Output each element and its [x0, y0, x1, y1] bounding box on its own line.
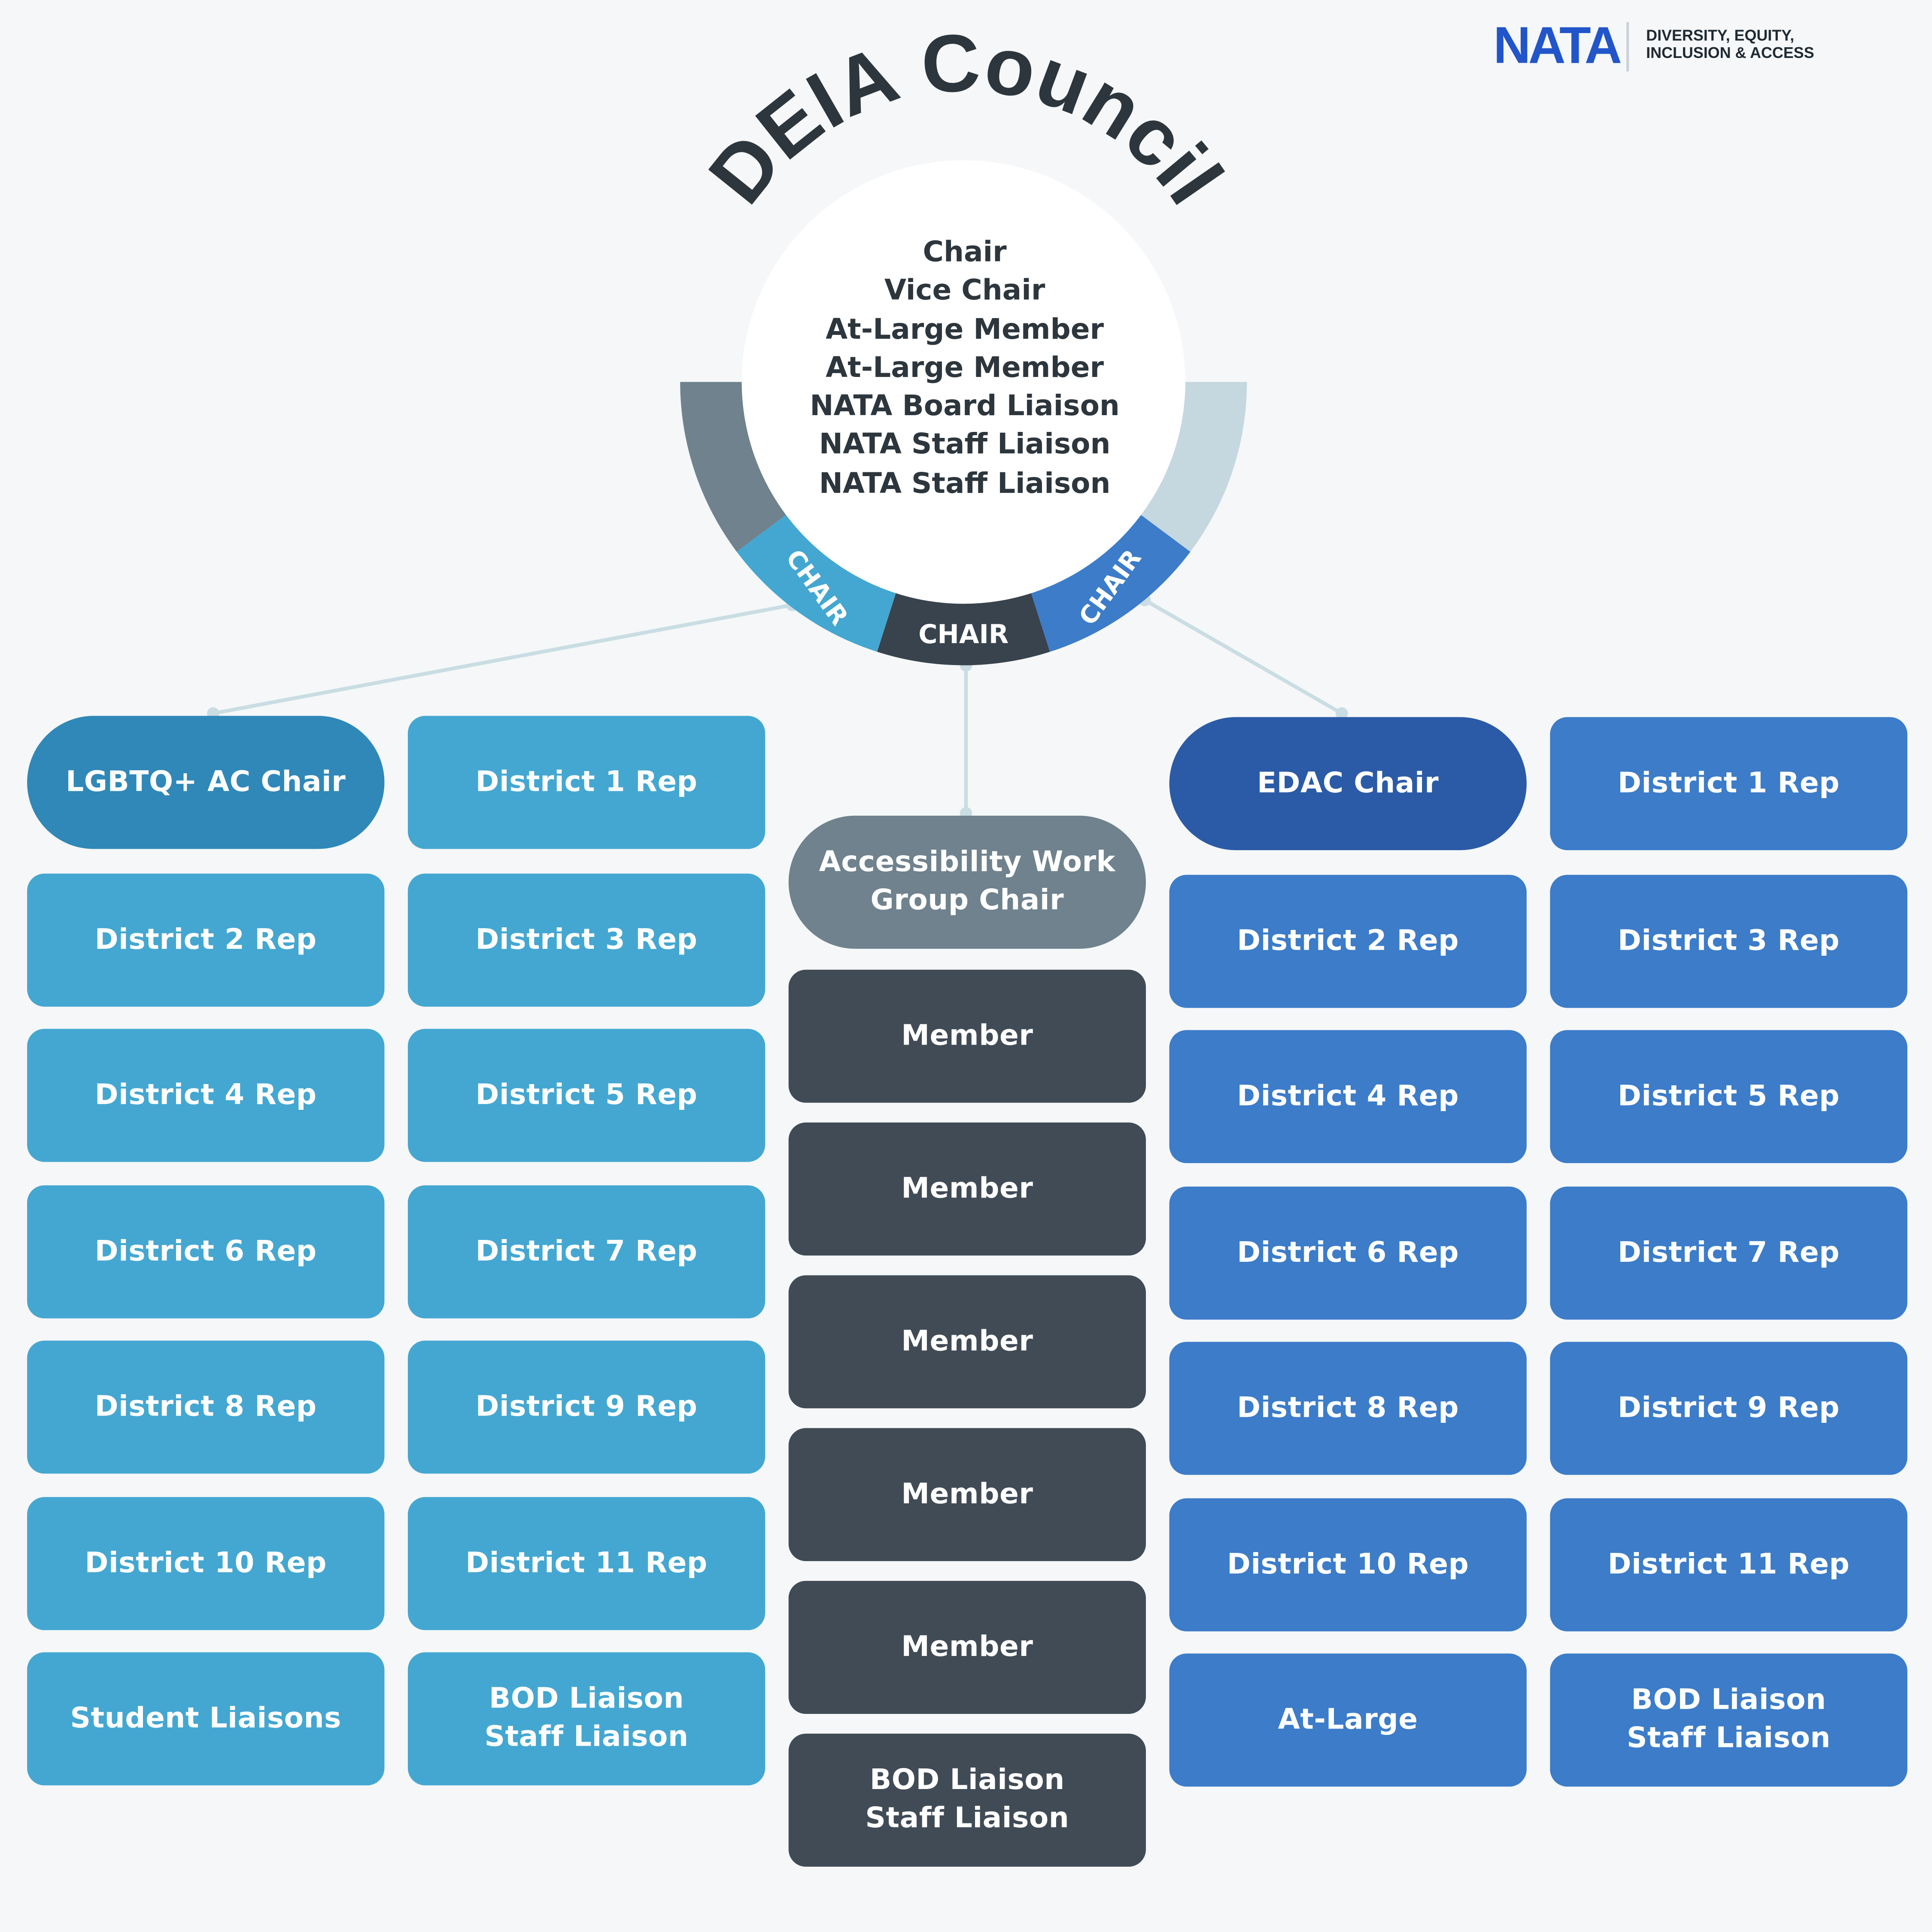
lgbtq-rep-box: District 9 Rep	[407, 1340, 766, 1474]
edac-rep-box: District 10 Rep	[1169, 1498, 1527, 1631]
council-member: At-Large Member	[826, 313, 1104, 346]
lgbtq-rep-box: District 7 Rep	[407, 1185, 766, 1318]
ring-segment-accessibility	[877, 593, 1050, 665]
accessibility-liaison-box: BOD Liaison Staff Liaison	[788, 1733, 1146, 1867]
edac-rep-box: BOD Liaison Staff Liaison	[1550, 1653, 1908, 1787]
ring-label-middle: CHAIR	[918, 620, 1009, 650]
council-member: NATA Board Liaison	[810, 391, 1120, 423]
accessibility-member-box: Member	[788, 1275, 1146, 1409]
edac-rep-box: District 1 Rep	[1550, 717, 1908, 851]
edac-rep-box: At-Large	[1169, 1653, 1527, 1787]
edac-rep-box: District 11 Rep	[1550, 1498, 1908, 1631]
connector-lgbtq	[213, 603, 793, 715]
council-member: Chair	[923, 237, 1007, 269]
lgbtq-rep-box: District 10 Rep	[27, 1497, 385, 1630]
logo-divider	[1626, 22, 1629, 72]
council-circle	[741, 160, 1185, 604]
accessibility-chair-box: Accessibility Work Group Chair	[788, 815, 1146, 949]
council-member: NATA Staff Liaison	[819, 429, 1111, 462]
accessibility-member-box: Member	[788, 1581, 1146, 1714]
edac-rep-box: District 8 Rep	[1169, 1342, 1527, 1475]
edac-rep-box: District 6 Rep	[1169, 1186, 1527, 1320]
edac-rep-box: District 5 Rep	[1550, 1030, 1908, 1163]
nata-logo: NATA DIVERSITY, EQUITY, INCLUSION & ACCE…	[1493, 16, 1850, 74]
edac-rep-box: District 3 Rep	[1550, 875, 1908, 1008]
lgbtq-rep-box: District 4 Rep	[27, 1029, 385, 1162]
connectors	[213, 598, 1343, 814]
council-member: NATA Staff Liaison	[819, 468, 1111, 500]
council-member: At-Large Member	[826, 352, 1104, 385]
ring-segment-lgbtq	[736, 515, 896, 652]
lgbtq-rep-box: District 11 Rep	[407, 1497, 766, 1630]
lgbtq-chair-box: LGBTQ+ AC Chair	[27, 716, 385, 849]
logo-tagline: DIVERSITY, EQUITY, INCLUSION & ACCESS	[1646, 27, 1814, 62]
ring-segment-edac	[1031, 515, 1191, 652]
edac-chair-box: EDAC Chair	[1169, 717, 1527, 851]
lgbtq-rep-box: District 8 Rep	[27, 1340, 385, 1474]
connector-dot	[1335, 707, 1348, 720]
accessibility-member-box: Member	[788, 969, 1146, 1103]
accessibility-member-box: Member	[788, 1428, 1146, 1561]
accessibility-member-box: Member	[788, 1122, 1146, 1256]
ring-segment-light	[1141, 382, 1247, 552]
edac-rep-box: District 2 Rep	[1169, 875, 1527, 1008]
ring-segment-gray	[680, 382, 787, 552]
lgbtq-rep-box: District 2 Rep	[27, 873, 385, 1007]
edac-rep-box: District 4 Rep	[1169, 1030, 1527, 1163]
lgbtq-rep-box: Student Liaisons	[27, 1652, 385, 1786]
edac-rep-box: District 9 Rep	[1550, 1342, 1908, 1475]
connector-edac	[1143, 598, 1343, 715]
lgbtq-rep-box: District 5 Rep	[407, 1029, 766, 1162]
council-member: Vice Chair	[884, 275, 1045, 307]
nata-logo-mark: NATA	[1493, 16, 1622, 74]
lgbtq-rep-box: BOD Liaison Staff Liaison	[407, 1652, 766, 1786]
lgbtq-rep-box: District 6 Rep	[27, 1185, 385, 1318]
lgbtq-rep-box: District 1 Rep	[407, 716, 766, 849]
edac-rep-box: District 7 Rep	[1550, 1186, 1908, 1320]
lgbtq-rep-box: District 3 Rep	[407, 873, 766, 1007]
